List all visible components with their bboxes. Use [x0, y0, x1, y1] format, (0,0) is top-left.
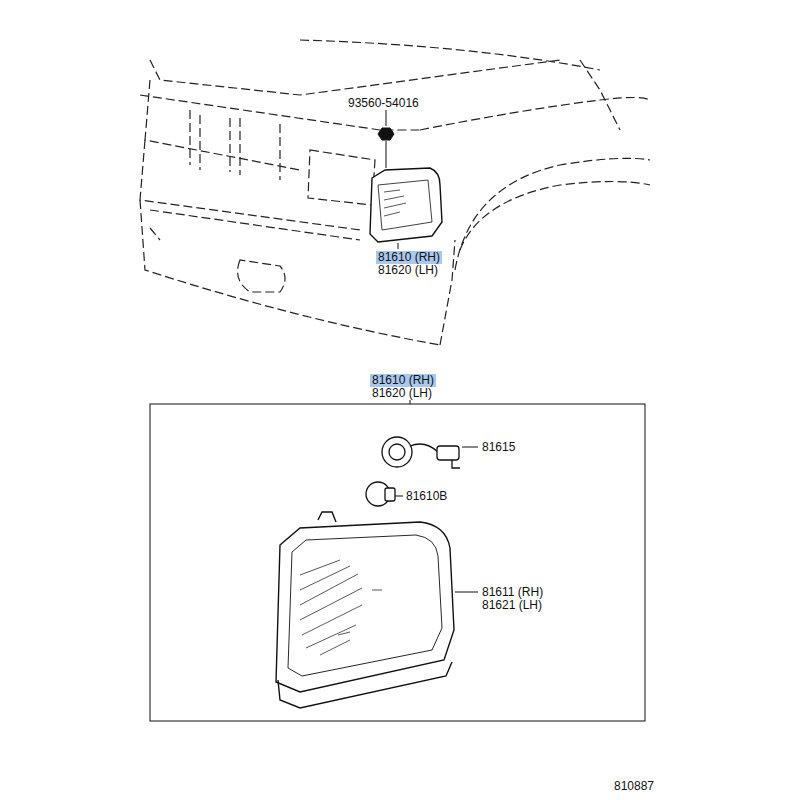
part-number: 81610B — [404, 490, 449, 503]
part-number: 93560-54016 — [346, 97, 421, 110]
part-number: 81621 (LH) — [480, 599, 544, 612]
part-number: 81610 (RH) — [370, 374, 436, 387]
part-number: 81611 (RH) — [480, 586, 545, 599]
part-number: 81615 — [480, 441, 517, 454]
part-number: 81610 (RH) — [376, 251, 442, 264]
bulb — [366, 482, 395, 506]
part-number: 81620 (LH) — [376, 264, 440, 277]
leader-lines — [150, 110, 645, 721]
bulb-socket — [382, 437, 460, 468]
corner-lamp-small — [370, 168, 442, 242]
vehicle-outline — [140, 40, 650, 345]
part-number: 81620 (LH) — [370, 387, 434, 400]
diagram-number: 810887 — [612, 780, 656, 793]
lamp-lens — [276, 512, 454, 708]
